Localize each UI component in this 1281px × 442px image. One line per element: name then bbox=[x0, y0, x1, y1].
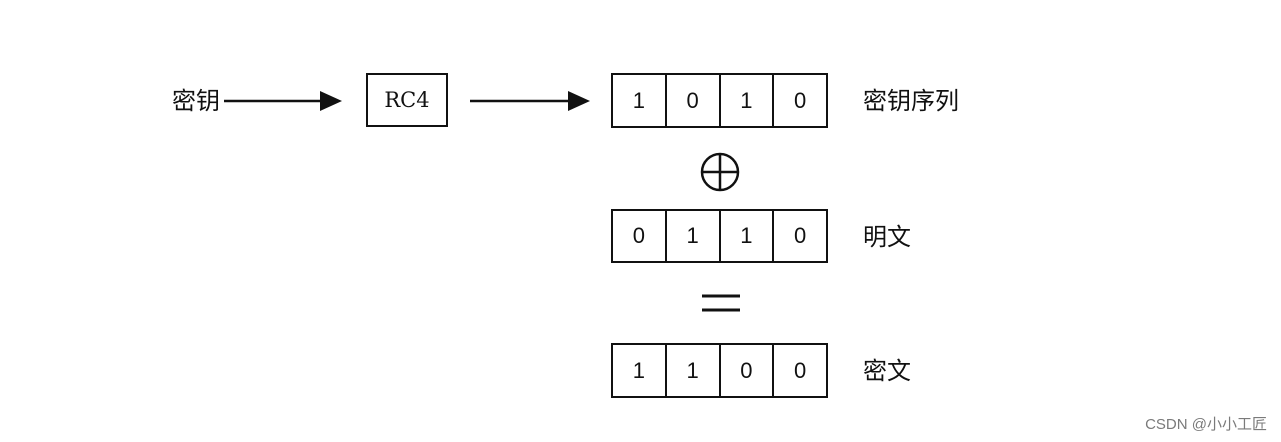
keystream-bit: 0 bbox=[794, 87, 807, 113]
key-label: 密钥 bbox=[172, 87, 220, 115]
rc4-box: RC4 bbox=[366, 73, 448, 127]
ciphertext-bit: 1 bbox=[613, 345, 667, 396]
plaintext-label: 明文 bbox=[863, 223, 911, 251]
plaintext-bit: 1 bbox=[721, 211, 775, 261]
keystream-bit: 1 bbox=[613, 75, 667, 126]
plaintext-bit: 0 bbox=[794, 223, 807, 248]
keystream-register: 1 0 1 0 bbox=[611, 73, 828, 128]
ciphertext-register: 1 1 0 0 bbox=[611, 343, 828, 398]
watermark: CSDN @小小工匠 bbox=[1145, 416, 1267, 433]
equals-icon bbox=[702, 294, 740, 312]
keystream-bit: 1 bbox=[721, 75, 775, 126]
rc4-label: RC4 bbox=[384, 88, 430, 112]
plaintext-bit: 0 bbox=[613, 211, 667, 261]
xor-icon bbox=[700, 152, 740, 192]
ciphertext-label: 密文 bbox=[863, 357, 911, 385]
ciphertext-bit: 0 bbox=[721, 345, 775, 396]
plaintext-bit: 1 bbox=[667, 211, 721, 261]
keystream-label: 密钥序列 bbox=[863, 87, 959, 115]
keystream-bit: 0 bbox=[667, 75, 721, 126]
arrow-key-to-rc4 bbox=[224, 91, 342, 111]
arrow-rc4-to-keystream bbox=[470, 91, 590, 111]
plaintext-register: 0 1 1 0 bbox=[611, 209, 828, 263]
ciphertext-bit: 0 bbox=[794, 357, 807, 383]
ciphertext-bit: 1 bbox=[667, 345, 721, 396]
